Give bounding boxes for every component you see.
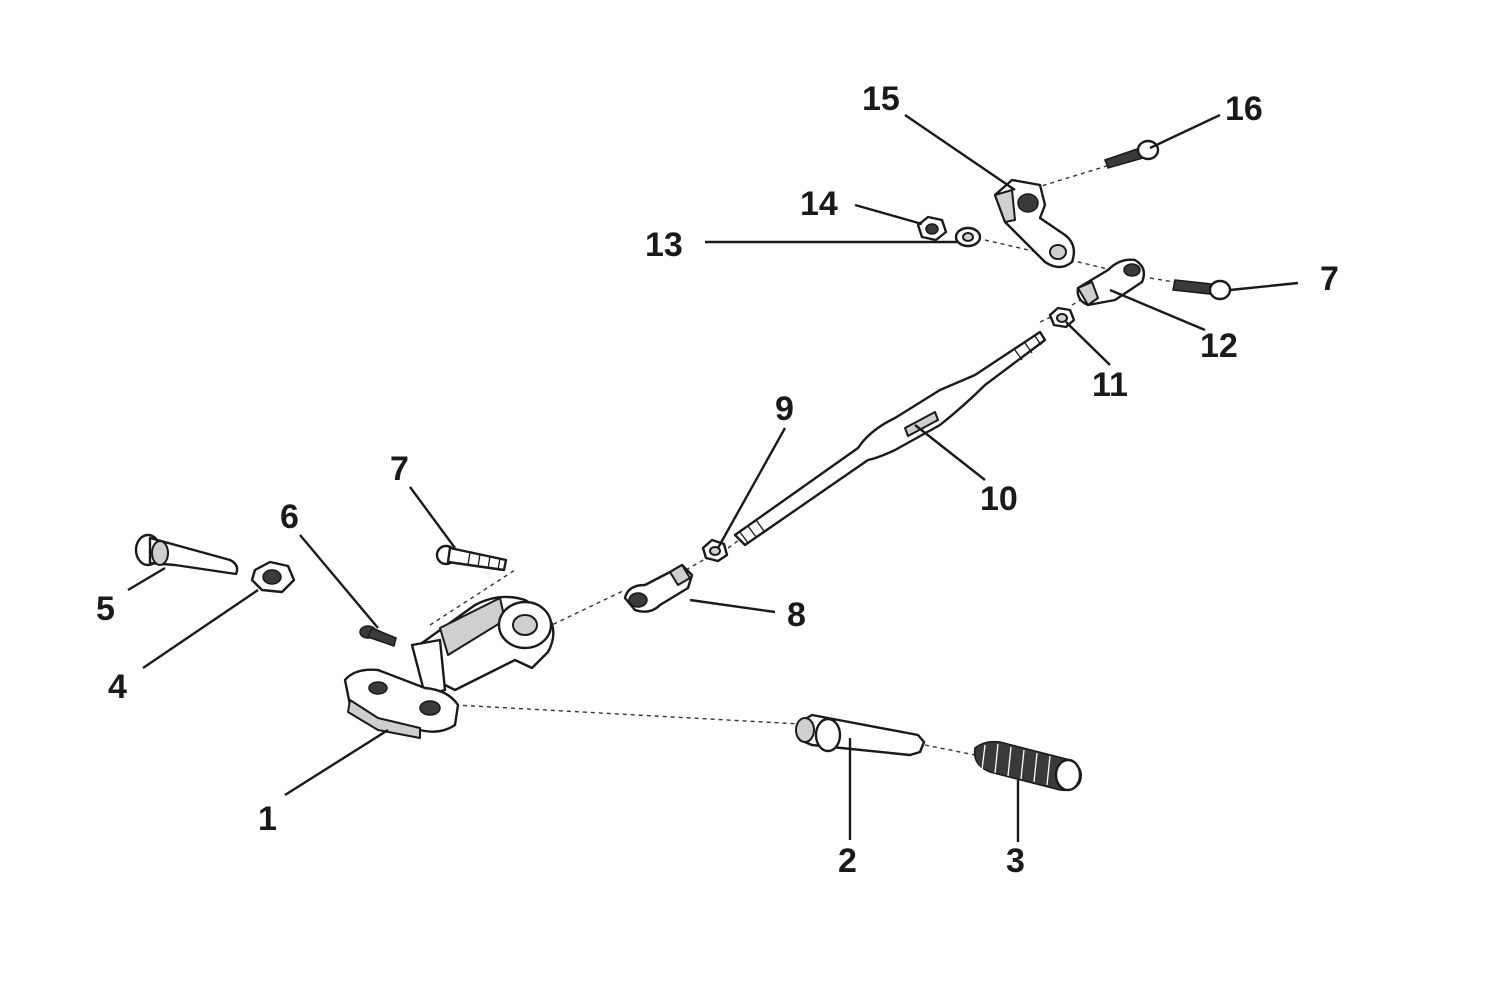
callout-1: 1 <box>258 800 277 838</box>
callout-4: 4 <box>108 668 127 706</box>
part-7-bolt-upper <box>1172 279 1232 301</box>
part-8-rod-end-lower <box>623 563 694 613</box>
part-13-washer <box>954 226 982 248</box>
callout-16: 16 <box>1225 90 1263 128</box>
part-16-bolt <box>1104 139 1160 169</box>
part-9-lock-nut-lower <box>701 538 729 563</box>
part-1-shift-lever <box>343 595 555 739</box>
part-10-tie-rod <box>733 330 1047 547</box>
callout-5: 5 <box>96 590 115 628</box>
part-14-nut <box>916 215 948 242</box>
part-2-peg-pin <box>795 713 926 757</box>
part-15-shift-arm <box>993 178 1076 269</box>
part-5-pivot-bolt <box>134 533 239 576</box>
leader-lines <box>127 113 1299 842</box>
part-3-rubber-peg <box>973 740 1082 792</box>
callout-6: 6 <box>280 498 299 536</box>
callout-labels: 1 2 3 4 5 6 7 7 8 9 10 11 12 13 14 15 16 <box>96 80 1339 880</box>
callout-13: 13 <box>645 226 683 264</box>
callout-2: 2 <box>838 842 857 880</box>
part-7-bolt-lower <box>435 544 508 572</box>
callout-12: 12 <box>1200 327 1238 365</box>
part-4-nut <box>250 560 296 594</box>
callout-3: 3 <box>1006 842 1025 880</box>
callout-10: 10 <box>980 480 1018 518</box>
callout-8: 8 <box>787 596 806 634</box>
callout-7-upper: 7 <box>1320 260 1339 298</box>
callout-7-lower: 7 <box>390 450 409 488</box>
callout-14: 14 <box>800 185 838 223</box>
part-11-lock-nut-upper <box>1048 306 1076 329</box>
callout-11: 11 <box>1092 366 1128 404</box>
callout-15: 15 <box>862 80 900 118</box>
callout-9: 9 <box>775 390 794 428</box>
part-12-rod-end-upper <box>1076 258 1146 307</box>
part-6-screw <box>359 625 397 647</box>
